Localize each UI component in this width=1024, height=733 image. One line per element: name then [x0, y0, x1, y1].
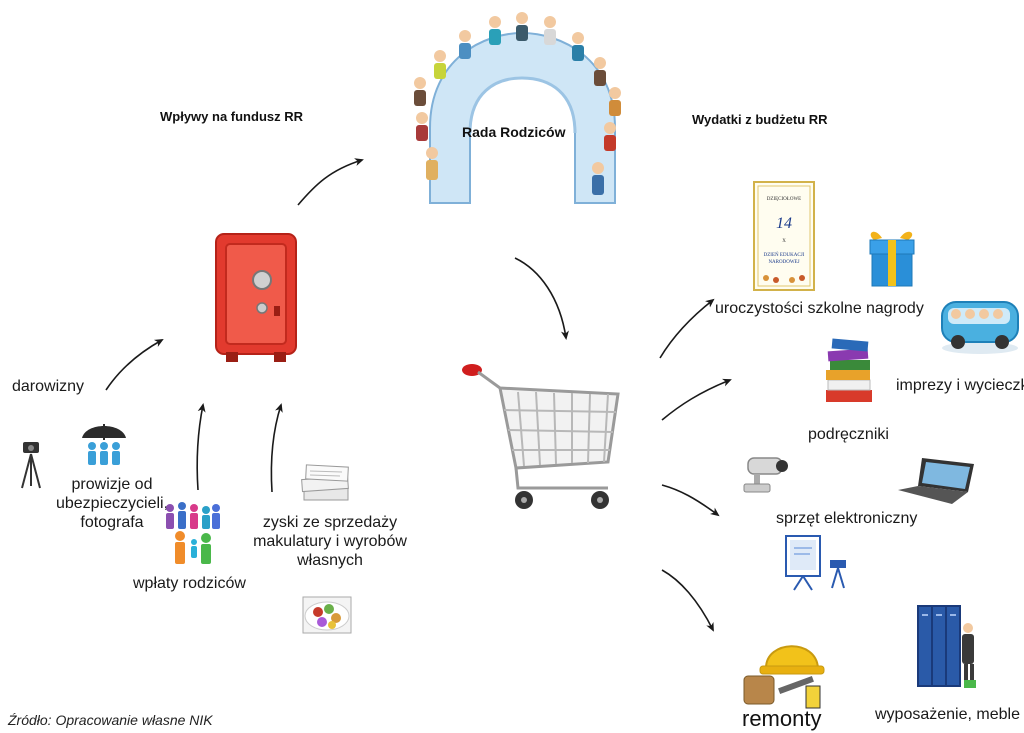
arrow-zyski-to-safe	[270, 403, 283, 493]
arrow-wplaty-to-safe	[196, 403, 206, 491]
arrow-darowizny-to-safe	[105, 339, 164, 391]
label-wyposazenie: wyposażenie, meble	[875, 706, 1020, 723]
parents-group-icon	[166, 502, 220, 564]
label-remonty: remonty	[742, 706, 822, 731]
school-lockers-icon	[917, 605, 976, 688]
shopping-cart-icon	[462, 364, 620, 509]
label-zyski: zyski ze sprzedaży makulatury i wyrobów …	[253, 514, 407, 569]
tools-helmet-icon	[743, 645, 825, 709]
cookies-plate-icon	[302, 596, 352, 634]
income-header: Wpływy na fundusz RR	[160, 109, 303, 124]
diploma-line1: DZIEŃ EDUKACJI	[764, 252, 805, 258]
arrow-cart-to-sprzet	[661, 484, 720, 517]
diploma-icon: DZIĘCIOŁOWE 14 X DZIEŃ EDUKACJI NARODOWE…	[753, 181, 815, 291]
council-table-illustration	[414, 12, 621, 204]
council-members-icon	[414, 12, 621, 195]
label-prowizje: prowizje od ubezpieczycieli, fotografa	[55, 476, 169, 531]
label-darowizny: darowizny	[12, 378, 85, 395]
arrow-cart-to-remonty	[661, 569, 714, 632]
label-sprzet: sprzęt elektroniczny	[776, 510, 918, 527]
bus-trip-icon	[941, 301, 1019, 354]
gift-box-icon	[869, 231, 915, 287]
books-stack-icon	[826, 338, 872, 402]
arrow-cart-to-uroczystosci	[659, 298, 715, 359]
label-imprezy: imprezy i wycieczki	[896, 377, 1024, 394]
source-note: Źródło: Opracowanie własne NIK	[8, 712, 213, 728]
umbrella-insurance-icon	[82, 424, 126, 465]
label-wplaty: wpłaty rodziców	[133, 575, 246, 592]
arrow-cart-to-imprezy	[661, 378, 732, 421]
council-label: Rada Rodziców	[462, 124, 566, 140]
diploma-month: X	[782, 239, 786, 244]
safe-icon	[215, 233, 297, 362]
diploma-line2: NARODOWEJ	[768, 260, 799, 265]
arrow-council-to-cart	[514, 257, 569, 340]
laptop-icon	[898, 458, 974, 504]
security-camera-icon	[743, 457, 788, 493]
diploma-top-text: DZIĘCIOŁOWE	[767, 197, 801, 202]
arrow-safe-to-council	[297, 158, 364, 206]
diploma-number: 14	[776, 215, 792, 232]
label-nagrody: nagrody	[866, 300, 924, 317]
expenses-header: Wydatki z budżetu RR	[692, 112, 828, 127]
label-podreczniki: podręczniki	[808, 426, 889, 443]
label-uroczystosci: uroczystości szkolne	[715, 300, 862, 317]
newspapers-icon	[301, 464, 349, 501]
projector-screen-icon	[785, 535, 846, 591]
camera-tripod-icon	[21, 442, 41, 489]
